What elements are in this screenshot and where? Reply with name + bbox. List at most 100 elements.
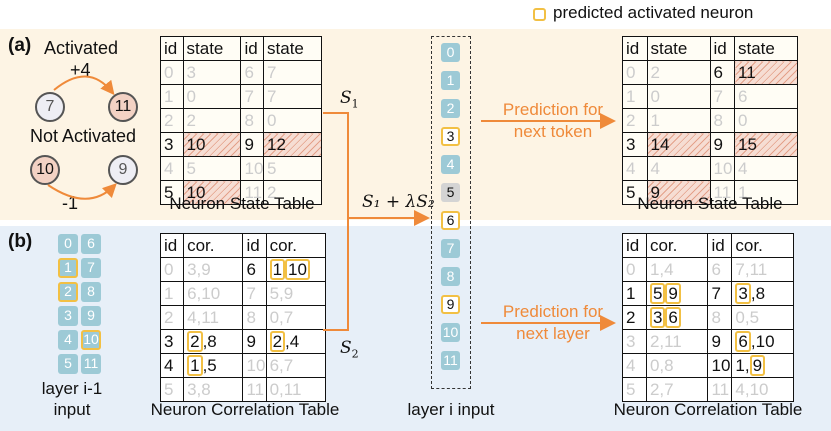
table-cell: 3,9 bbox=[183, 257, 244, 282]
decay-arrow bbox=[47, 183, 117, 200]
neuron-node-before-activation: 7 bbox=[35, 92, 65, 122]
next-state-table-caption: Neuron State Table bbox=[637, 194, 783, 213]
legend-highlight-swatch bbox=[533, 8, 546, 21]
correlated-neuron-id: 9 bbox=[749, 354, 766, 376]
table-cell: 5 bbox=[182, 156, 242, 181]
s2-label: S2 bbox=[340, 338, 359, 361]
table-cell: 7 bbox=[242, 281, 267, 306]
table-cell: 3,8 bbox=[731, 281, 794, 306]
table-cell: 4 bbox=[622, 156, 648, 181]
layer-i-neuron: 6 bbox=[441, 211, 460, 230]
table-cell: 0 bbox=[734, 108, 798, 133]
correlated-neuron-id: 9 bbox=[665, 282, 681, 304]
table-cell: 15 bbox=[734, 132, 798, 157]
table-cell: 2 bbox=[159, 305, 185, 330]
prev-layer-neuron: 3 bbox=[58, 306, 78, 326]
correlated-neuron-id: 6 bbox=[665, 306, 681, 328]
prev-layer-neuron: 4 bbox=[58, 330, 78, 350]
correlated-neuron-id: 1, bbox=[735, 355, 750, 375]
layer-i-input-box bbox=[431, 36, 471, 389]
table-cell: 2,8 bbox=[183, 329, 244, 354]
table-cell: 1 bbox=[646, 108, 711, 133]
neuron-node-after-activation: 11 bbox=[108, 92, 138, 122]
state-table-caption: Neuron State Table bbox=[169, 194, 315, 213]
table-cell: 1 bbox=[622, 281, 647, 306]
table-cell: 2,4 bbox=[265, 329, 327, 354]
table-cell: 5 bbox=[263, 156, 322, 181]
correlated-neuron-id: ,8 bbox=[750, 283, 766, 303]
neuron-node-after-decay: 9 bbox=[108, 155, 138, 185]
activated-delta: +4 bbox=[70, 60, 91, 80]
table-cell: 4 bbox=[734, 156, 798, 181]
table-cell: 8 bbox=[242, 305, 267, 330]
prev-layer-neuron: 9 bbox=[81, 306, 101, 326]
next-corr-table-caption: Neuron Correlation Table bbox=[613, 400, 803, 419]
layer-i-neuron: 7 bbox=[441, 239, 460, 258]
table-cell: 2 bbox=[263, 180, 322, 205]
table-cell: 4 bbox=[622, 353, 647, 378]
table-cell: 3 bbox=[182, 60, 242, 85]
table-cell: 1 bbox=[734, 180, 798, 205]
panel-b-label: (b) bbox=[8, 231, 33, 252]
corr-table-caption: Neuron Correlation Table bbox=[150, 400, 340, 419]
prev-layer-neuron: 11 bbox=[81, 354, 101, 374]
correlated-neuron-id: 2 bbox=[187, 330, 203, 352]
table-cell: 4 bbox=[646, 156, 711, 181]
table-cell: 11 bbox=[240, 180, 265, 205]
table-cell: 0 bbox=[622, 60, 648, 85]
correlated-neuron-id: ,5 bbox=[202, 355, 217, 375]
table-cell: 2 bbox=[646, 60, 711, 85]
table-cell: 11 bbox=[734, 60, 798, 85]
table-cell: 11 bbox=[707, 377, 733, 402]
table-cell: 2 bbox=[182, 108, 242, 133]
table-cell: 10 bbox=[242, 353, 267, 378]
table-cell: 10 bbox=[182, 132, 242, 157]
correlated-neuron-id: 5 bbox=[649, 282, 666, 304]
prev-layer-neuron: 6 bbox=[81, 234, 101, 254]
table-cell: 2,11 bbox=[645, 329, 709, 354]
table-header-cell: cor. bbox=[265, 233, 327, 258]
correlated-neuron-id: 6 bbox=[735, 330, 751, 352]
table-cell: 7 bbox=[709, 84, 735, 109]
layer-i-neuron: 3 bbox=[441, 127, 460, 146]
layer-i-neuron: 4 bbox=[441, 155, 460, 174]
table-cell: 7,11 bbox=[731, 257, 794, 282]
table-cell: 11 bbox=[242, 377, 267, 402]
correlated-neuron-id: 3 bbox=[735, 282, 751, 304]
activation-arrow bbox=[53, 75, 115, 96]
panel-a-label: (a) bbox=[8, 35, 32, 56]
legend-label: predicted activated neuron bbox=[553, 3, 754, 22]
table-cell: 1 bbox=[159, 281, 185, 306]
table-cell: 8 bbox=[240, 108, 265, 133]
layer-i-neuron: 10 bbox=[441, 323, 460, 342]
prev-layer-neuron: 0 bbox=[58, 234, 78, 254]
correlated-neuron-id: 1 bbox=[187, 354, 203, 376]
layer-i-neuron: 1 bbox=[441, 71, 460, 90]
correlated-neuron-id: 3 bbox=[649, 306, 666, 328]
table-cell: 7 bbox=[263, 84, 322, 109]
layer-i-neuron: 9 bbox=[441, 295, 460, 314]
table-cell: 10 bbox=[707, 353, 733, 378]
